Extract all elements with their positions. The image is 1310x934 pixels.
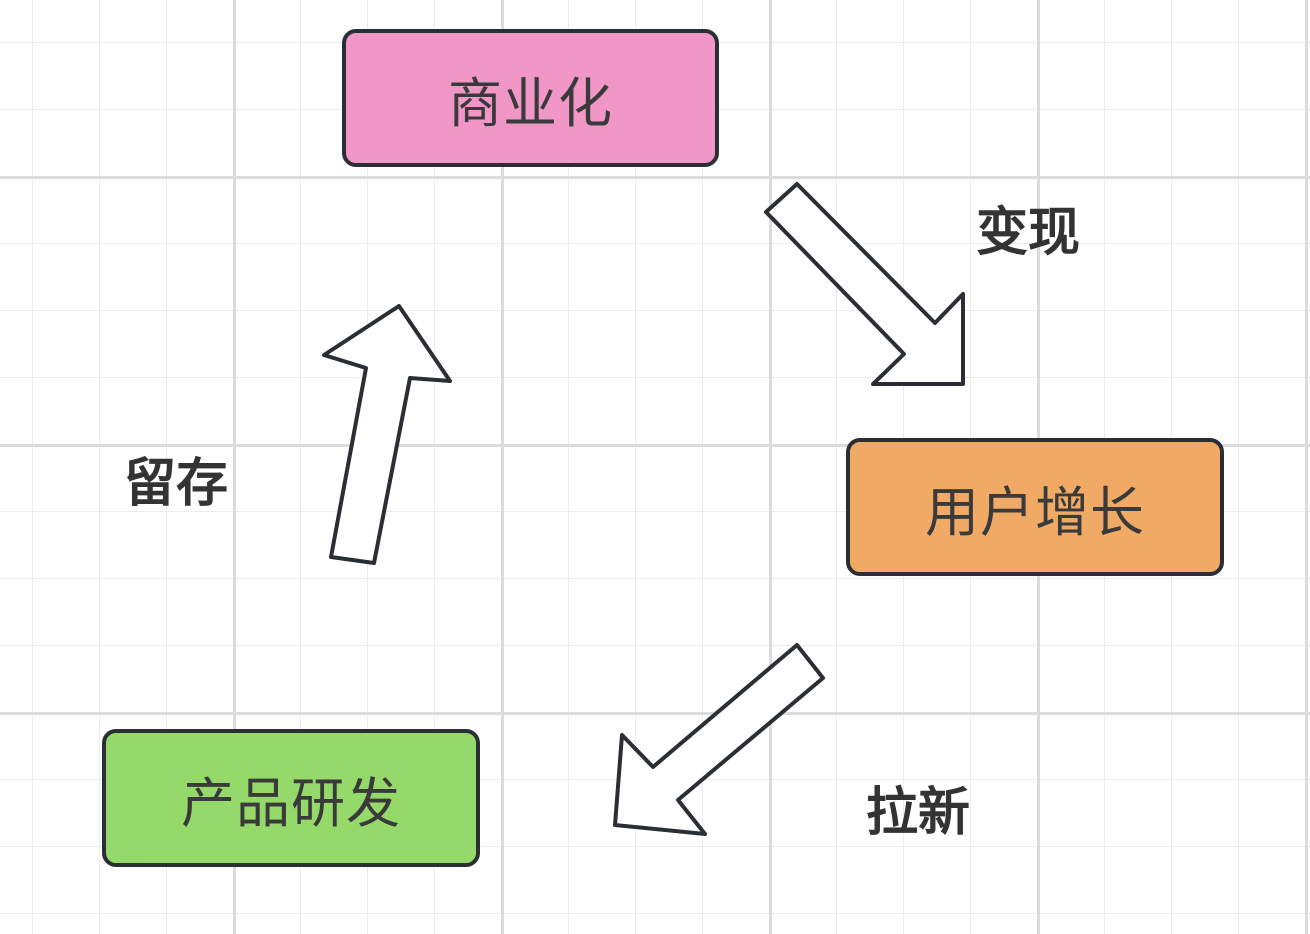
arrow-retain[interactable] — [322, 304, 452, 565]
node-commercialization-label: 商业化 — [448, 71, 613, 135]
edge-label-retain: 留存 — [124, 454, 229, 514]
node-user-growth[interactable]: 用户增长 — [846, 438, 1224, 576]
arrow-monetize[interactable] — [764, 182, 965, 386]
edge-label-monetize: 变现 — [976, 203, 1081, 263]
edge-label-acquire: 拉新 — [866, 783, 971, 843]
arrow-acquire[interactable] — [613, 643, 825, 836]
node-user-growth-label: 用户增长 — [925, 480, 1145, 544]
node-product-rd[interactable]: 产品研发 — [102, 729, 480, 867]
node-product-rd-label: 产品研发 — [181, 771, 401, 835]
node-commercialization[interactable]: 商业化 — [342, 29, 719, 167]
